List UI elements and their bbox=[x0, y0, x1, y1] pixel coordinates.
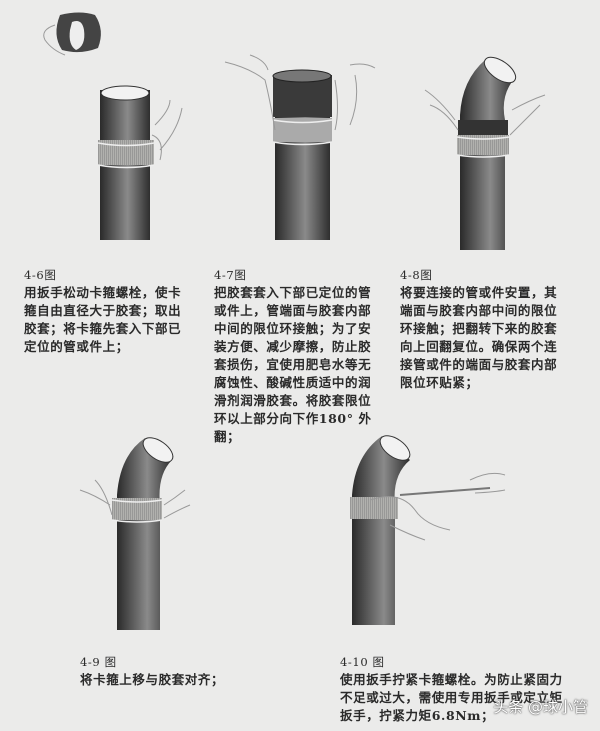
step-4-9-caption: 4-9 图 将卡箍上移与胶套对齐； bbox=[80, 653, 280, 689]
figure-number: 4-6图 bbox=[24, 268, 57, 282]
step-description: 用扳手松动卡箍螺栓，使卡箍自由直径大于胶套；取出胶套；将卡箍先套入下部已定位的管… bbox=[24, 285, 182, 354]
step-description: 将要连接的管或件安置，其端面与胶套内部中间的限位环接触；把翻转下来的胶套向上回翻… bbox=[400, 285, 558, 390]
figure-4-6-illustration bbox=[43, 12, 183, 240]
figure-4-10-illustration bbox=[350, 435, 506, 625]
figure-number: 4-7图 bbox=[214, 268, 247, 282]
step-4-10-caption: 4-10 图 使用扳手拧紧卡箍螺栓。为防止紧固力不足或过大，需使用专用扳手或定立… bbox=[340, 653, 565, 725]
rubber-sleeve-icon bbox=[43, 12, 101, 56]
step-4-7-caption: 4-7图 把胶套套入下部已定位的管或件上，管端面与胶套内部中间的限位环接触；为了… bbox=[214, 266, 379, 446]
step-description: 使用扳手拧紧卡箍螺栓。为防止紧固力不足或过大，需使用专用扳手或定立矩扳手，拧紧力… bbox=[340, 672, 563, 723]
step-4-6-caption: 4-6图 用扳手松动卡箍螺栓，使卡箍自由直径大于胶套；取出胶套；将卡箍先套入下部… bbox=[24, 266, 184, 356]
figure-number: 4-8图 bbox=[400, 268, 433, 282]
step-4-8-caption: 4-8图 将要连接的管或件安置，其端面与胶套内部中间的限位环接触；把翻转下来的胶… bbox=[400, 266, 560, 392]
watermark: 头条 @球小管 bbox=[493, 698, 588, 716]
figure-4-7-illustration bbox=[224, 54, 376, 240]
figure-4-8-illustration bbox=[424, 56, 546, 250]
figure-4-9-illustration bbox=[79, 437, 191, 630]
figure-number: 4-9 图 bbox=[80, 655, 117, 669]
step-description: 把胶套套入下部已定位的管或件上，管端面与胶套内部中间的限位环接触；为了安装方便、… bbox=[214, 285, 372, 444]
step-description: 将卡箍上移与胶套对齐； bbox=[80, 672, 225, 687]
figure-number: 4-10 图 bbox=[340, 655, 385, 669]
